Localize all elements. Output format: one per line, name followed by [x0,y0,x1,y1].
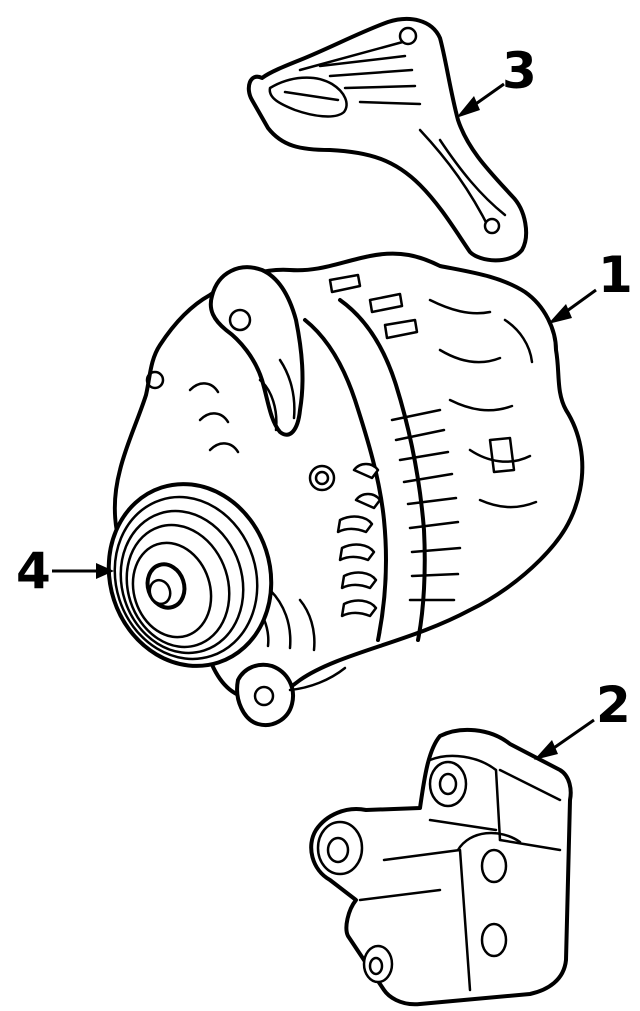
bracket-part [246,17,529,263]
mount-bracket-part [309,727,573,1007]
pulley-part [106,482,274,668]
callout-arrow-3 [456,82,505,118]
callout-4-label: 4 [16,542,51,600]
callout-arrow-4 [52,563,114,579]
callout-3-label: 3 [502,42,537,100]
callout-arrow-1 [548,288,597,324]
callout-arrow-2 [534,718,595,760]
callout-1-label: 1 [598,246,633,304]
callout-2-label: 2 [596,676,631,734]
